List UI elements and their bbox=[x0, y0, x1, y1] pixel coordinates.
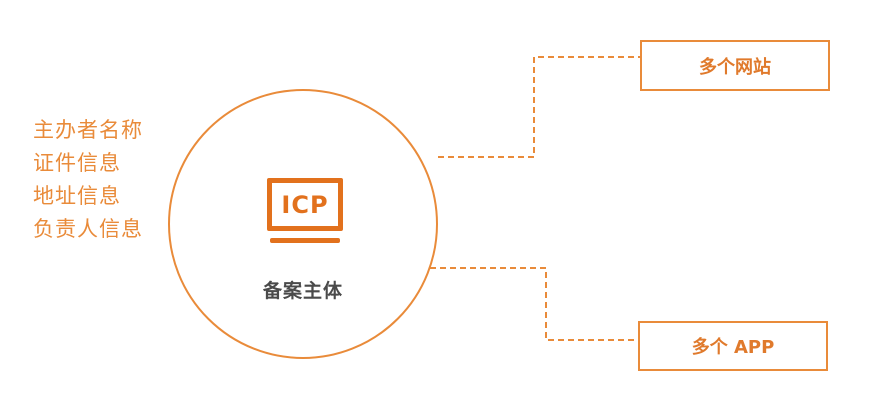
monitor-icp-icon: ICP bbox=[267, 178, 343, 245]
app-box: 多个 APP bbox=[638, 321, 828, 371]
subject-circle bbox=[168, 89, 438, 359]
connector-websites bbox=[438, 56, 640, 158]
info-item-address-info: 地址信息 bbox=[33, 184, 121, 208]
icp-icon-label: ICP bbox=[281, 190, 329, 219]
subject-label: 备案主体 bbox=[262, 280, 343, 302]
monitor-screen: ICP bbox=[267, 178, 343, 231]
info-item-organizer-name: 主办者名称 bbox=[33, 118, 143, 142]
websites-label: 多个网站 bbox=[699, 56, 771, 78]
monitor-stand bbox=[270, 238, 340, 243]
websites-box: 多个网站 bbox=[640, 40, 830, 91]
info-item-principal-info: 负责人信息 bbox=[33, 217, 143, 241]
app-label: 多个 APP bbox=[691, 337, 775, 358]
info-item-certificate-info: 证件信息 bbox=[33, 151, 121, 175]
subject-info-list: 主办者名称 证件信息 地址信息 负责人信息 bbox=[33, 114, 143, 246]
connector-app bbox=[430, 267, 638, 341]
